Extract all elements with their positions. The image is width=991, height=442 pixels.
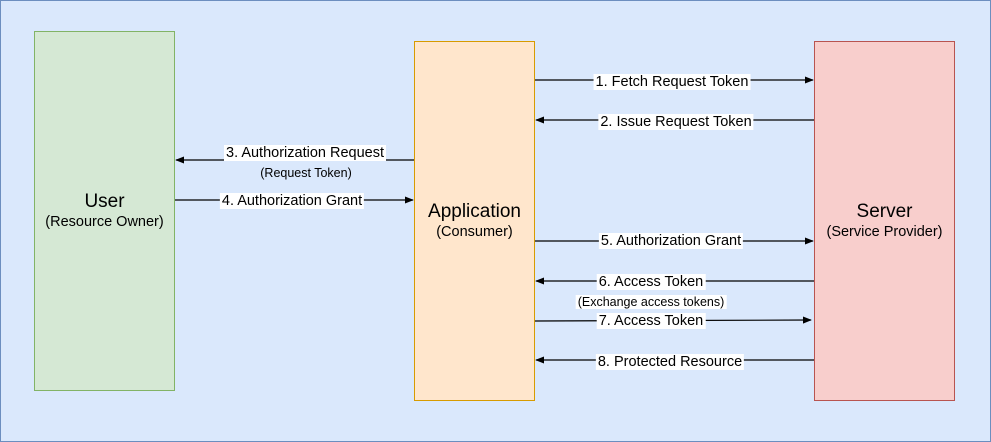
step-8-label: 8. Protected Resource <box>595 354 745 370</box>
user-title: User <box>84 191 125 212</box>
step-2-label: 2. Issue Request Token <box>598 114 754 130</box>
step-6-label: 6. Access Token <box>596 274 706 290</box>
user-box: User (Resource Owner) <box>34 31 175 391</box>
step-3-note: (Request Token) <box>260 166 352 180</box>
step-6-note: (Exchange access tokens) <box>575 295 727 309</box>
server-subtitle: (Service Provider) <box>826 224 943 240</box>
application-subtitle: (Consumer) <box>436 224 513 240</box>
server-box: Server (Service Provider) <box>814 41 955 401</box>
step-5-label: 5. Authorization Grant <box>598 233 744 249</box>
server-title: Server <box>856 201 913 222</box>
step-1-label: 1. Fetch Request Token <box>593 74 751 90</box>
step-3-label: 3. Authorization Request <box>224 145 386 161</box>
step-4-label: 4. Authorization Grant <box>219 193 365 209</box>
step-7-label: 7. Access Token <box>596 313 706 329</box>
user-subtitle: (Resource Owner) <box>45 214 164 230</box>
application-title: Application <box>428 201 521 222</box>
application-box: Application (Consumer) <box>414 41 535 401</box>
